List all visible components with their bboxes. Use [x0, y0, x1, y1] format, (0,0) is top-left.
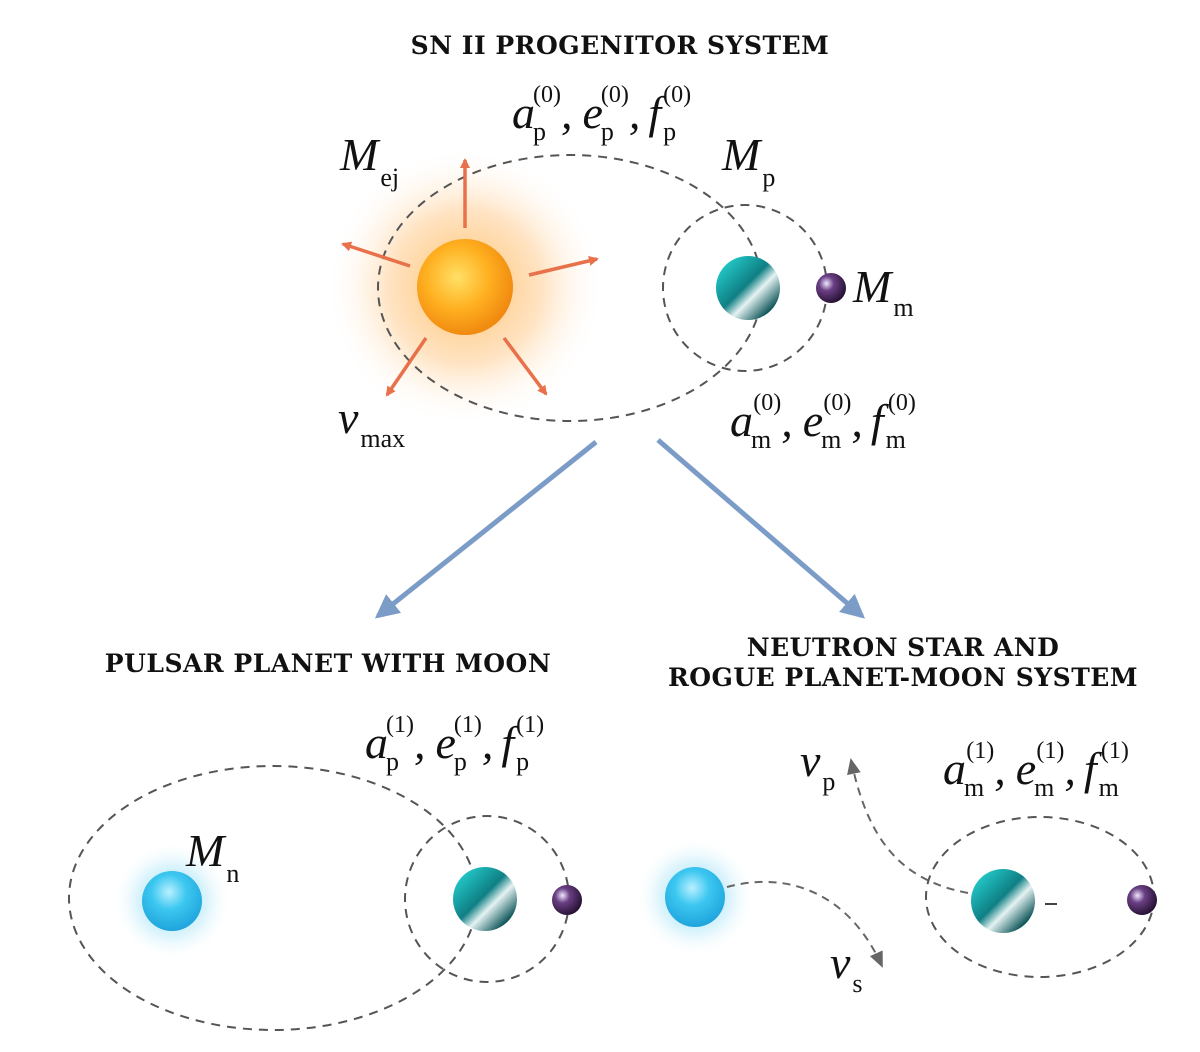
rogue-planet-trajectory	[847, 758, 969, 894]
ejecta-arrows	[341, 158, 599, 397]
rogue-heading-line2: ROGUE PLANET-MOON SYSTEM	[668, 663, 1138, 692]
label-neutron-star-velocity: vs	[830, 937, 863, 998]
ejecta-arrow-right	[528, 255, 599, 277]
label-moon-mass: Mm	[852, 261, 914, 322]
star-icon	[417, 239, 513, 335]
label-ejecta-mass: Mej	[339, 129, 399, 192]
neutron-star-icon	[142, 871, 202, 931]
label-planet-mass: Mp	[721, 129, 775, 192]
ejecta-arrow-lower-right	[502, 336, 548, 396]
ejecta-arrow-left	[341, 241, 411, 268]
planet-icon	[716, 256, 780, 320]
moon-icon	[1127, 885, 1157, 915]
label-planet-orbit-final: ap(1), ep(1), fp(1)	[365, 712, 544, 776]
label-neutron-star-mass: Mn	[185, 825, 239, 888]
pulsar-heading: PULSAR PLANET WITH MOON	[105, 649, 551, 678]
label-planet-orbit-initial: ap(0), ep(0), fp(0)	[512, 82, 691, 146]
moon-icon	[552, 885, 582, 915]
rogue-heading-line1: NEUTRON STAR AND	[747, 633, 1060, 662]
progenitor-heading: SN II PROGENITOR SYSTEM	[411, 31, 830, 60]
planet-icon	[971, 869, 1035, 933]
label-moon-orbit-initial: am(0), em(0), fm(0)	[730, 390, 916, 454]
label-rogue-planet-velocity: vp	[800, 735, 835, 796]
flow-arrow-right	[656, 438, 866, 619]
label-moon-orbit-final: am(1), em(1), fm(1)	[943, 738, 1129, 802]
flow-arrow-left	[374, 440, 598, 619]
moon-icon	[816, 273, 846, 303]
ejecta-arrow-lower-left	[385, 337, 428, 397]
neutron-star-trajectory	[726, 880, 883, 968]
neutron-star-icon	[665, 867, 725, 927]
planet-icon	[453, 867, 517, 931]
moon-orbit-rogue	[925, 816, 1155, 978]
label-ejecta-velocity: vmax	[338, 392, 405, 453]
